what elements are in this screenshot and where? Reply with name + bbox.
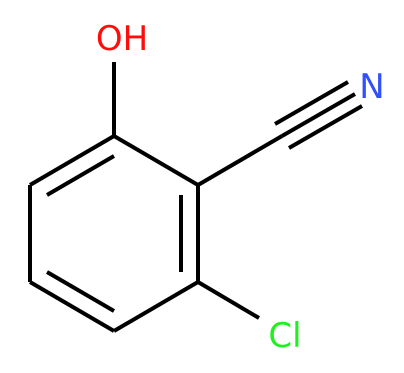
bond-c6-c1-inner bbox=[45, 154, 116, 197]
hydroxyl-label: OH bbox=[96, 19, 148, 59]
bond-c4-c5 bbox=[28, 280, 116, 333]
nitrogen-label: N bbox=[359, 67, 384, 107]
bond-c6-c1 bbox=[28, 134, 116, 187]
triple-bond-line-2 bbox=[274, 80, 349, 126]
chlorine-label: Cl bbox=[268, 316, 301, 356]
triple-bond-line-1 bbox=[281, 92, 356, 138]
nitrile-triple-bond bbox=[274, 80, 363, 150]
bond-c4-c5-inner bbox=[45, 270, 116, 313]
bond-c3-cl bbox=[196, 280, 261, 320]
benzene-ring bbox=[28, 134, 200, 333]
bond-c1-c2 bbox=[112, 134, 200, 187]
triple-bond-line-3 bbox=[288, 104, 363, 150]
bond-c2-cnitrile bbox=[196, 134, 284, 187]
bond-c3-c4 bbox=[112, 280, 200, 333]
